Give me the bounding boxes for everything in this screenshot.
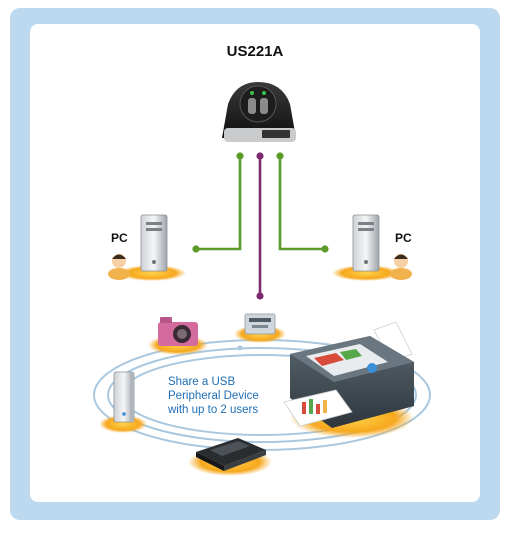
connector-dot [321,245,328,252]
caption-line: with up to 2 users [168,403,318,417]
pc-right-label: PC [395,231,412,245]
orbit-dot [238,346,243,351]
connector-dot [256,292,263,299]
connector-dot [256,152,263,159]
card-reader-icon [245,314,275,334]
device-name: US221A [0,43,510,60]
caption-line: Share a USB [168,375,318,389]
caption: Share a USB Peripheral Device with up to… [168,375,318,417]
connector-dot [236,152,243,159]
pc-tower-icon [141,215,167,271]
caption-line: Peripheral Device [168,389,318,403]
pc-tower-icon [353,215,379,271]
external-drive-icon [114,372,134,422]
connector-dot [192,245,199,252]
connector-dot [276,152,283,159]
pc-left-label: PC [111,231,128,245]
